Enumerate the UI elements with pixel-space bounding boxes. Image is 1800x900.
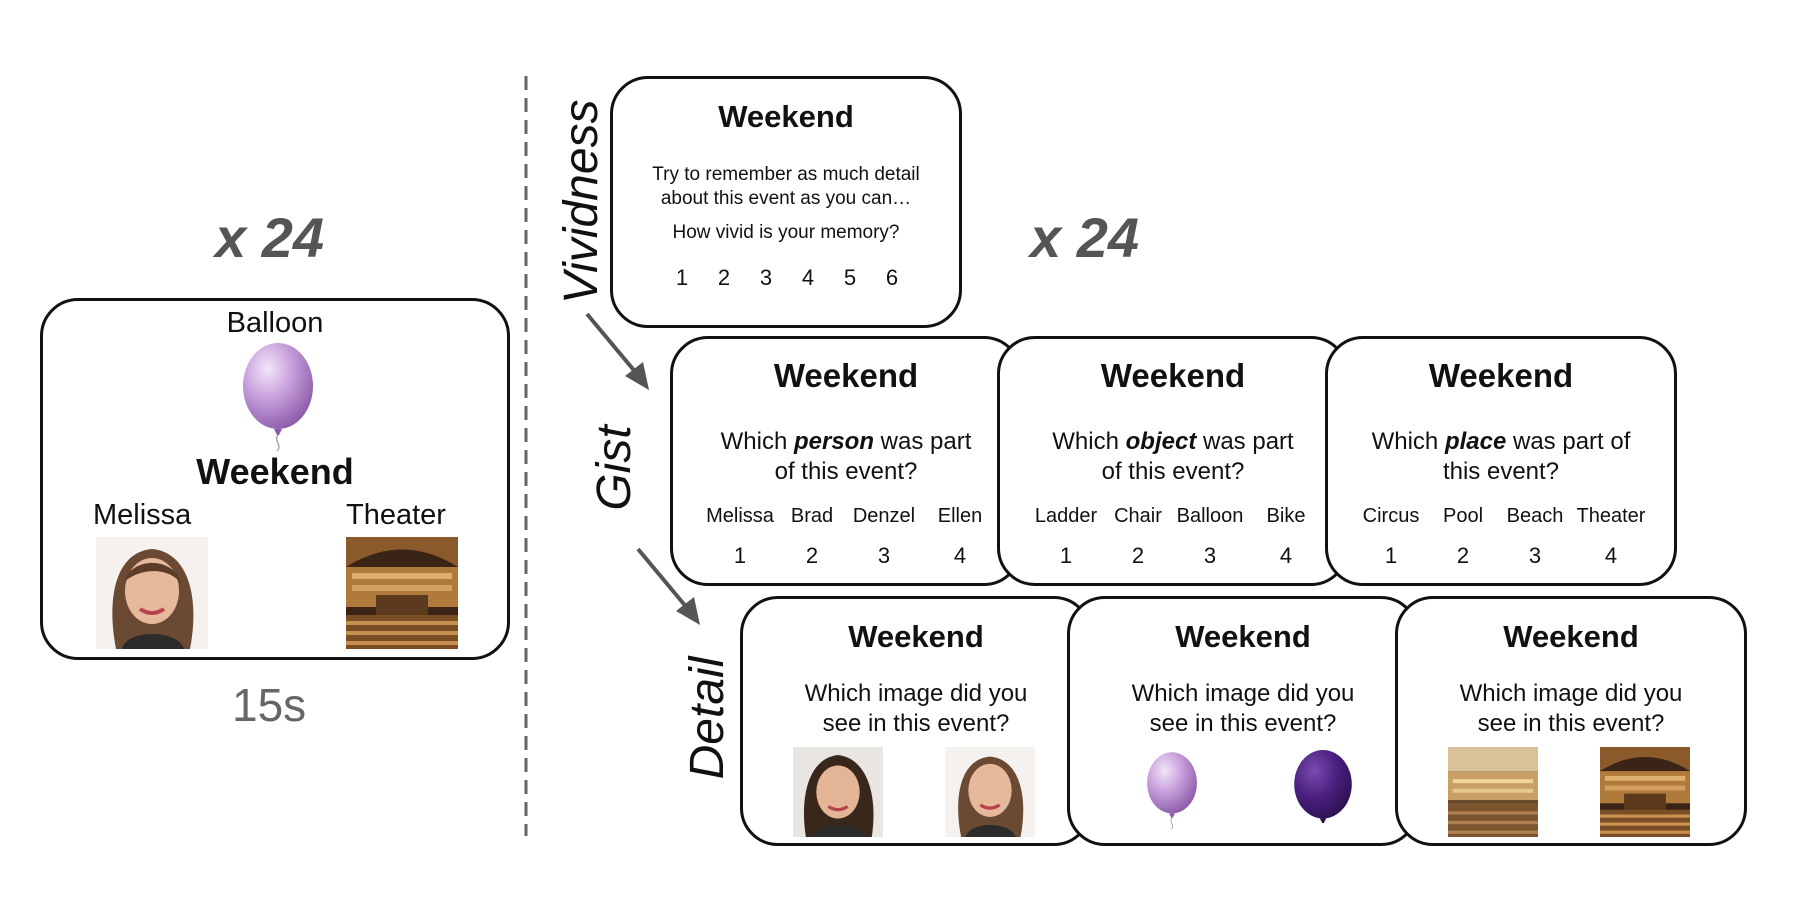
gist-option-number[interactable]: 3 — [1203, 543, 1217, 568]
duration-label: 15s — [232, 679, 307, 731]
gist-option-number[interactable]: 2 — [1456, 543, 1470, 568]
scale-option[interactable]: 3 — [759, 265, 773, 290]
gist-question-line-2: of this event? — [774, 458, 918, 485]
gist-option-number[interactable]: 2 — [805, 543, 819, 568]
vividness-label: Vividness — [555, 99, 608, 304]
detail-question-line-1: Which image did you — [804, 680, 1028, 707]
gist-option[interactable]: Balloon — [1176, 505, 1244, 527]
object-label: Balloon — [226, 307, 324, 339]
card-title: Weekend — [1503, 619, 1639, 654]
scale-option[interactable]: 6 — [885, 265, 899, 290]
arrow-gist-to-detail — [636, 547, 700, 625]
detail-question-line-2: see in this event? — [1477, 710, 1665, 737]
card-title: Weekend — [773, 357, 919, 394]
person-photo-option-1[interactable] — [793, 747, 883, 837]
gist-option[interactable]: Ellen — [937, 505, 983, 527]
gist-label: Gist — [588, 425, 641, 511]
scale-option[interactable]: 2 — [717, 265, 731, 290]
vividness-card: Weekend Try to remember as much detail a… — [610, 76, 962, 328]
detail-question-line-1: Which image did you — [1131, 680, 1355, 707]
detail-card-place: Weekend Which image did you see in this … — [1395, 596, 1747, 846]
instruction-line-1: Try to remember as much detail — [652, 164, 920, 185]
gist-option-number[interactable]: 1 — [1384, 543, 1398, 568]
gist-option[interactable]: Denzel — [852, 505, 916, 527]
gist-option[interactable]: Circus — [1362, 505, 1420, 527]
study-card: Balloon Weekend Melissa Theater — [40, 298, 510, 660]
gist-option-number[interactable]: 4 — [1279, 543, 1293, 568]
gist-question: Which place was part of — [1371, 428, 1631, 455]
detail-label: Detail — [681, 656, 734, 780]
gist-question-line-2: of this event? — [1101, 458, 1245, 485]
event-label: Weekend — [196, 451, 354, 492]
balloon-icon — [243, 343, 313, 452]
gist-option[interactable]: Theater — [1576, 505, 1646, 527]
detail-question-line-2: see in this event? — [1149, 710, 1337, 737]
vividness-question: How vivid is your memory? — [672, 222, 900, 243]
gist-option[interactable]: Melissa — [706, 505, 774, 527]
card-title: Weekend — [1428, 357, 1574, 394]
theater-photo-option-2[interactable] — [1600, 747, 1690, 837]
gist-option[interactable]: Beach — [1506, 505, 1564, 527]
card-title: Weekend — [1175, 619, 1311, 654]
detail-question-line-2: see in this event? — [822, 710, 1010, 737]
gist-option-number[interactable]: 1 — [1059, 543, 1073, 568]
gist-option[interactable]: Pool — [1442, 505, 1484, 527]
study-repeat-label: x 24 — [215, 206, 324, 269]
gist-option-number[interactable]: 4 — [953, 543, 967, 568]
gist-question-line-2: this event? — [1442, 458, 1560, 485]
gist-question: Which object was part — [1052, 428, 1294, 455]
card-title: Weekend — [718, 99, 854, 134]
gist-card-person: Weekend Which person was part of this ev… — [670, 336, 1022, 586]
gist-card-place: Weekend Which place was part of this eve… — [1325, 336, 1677, 586]
person-photo — [96, 537, 208, 649]
scale-option[interactable]: 1 — [675, 265, 689, 290]
phase-divider — [524, 76, 528, 836]
theater-photo-option-1[interactable] — [1448, 747, 1538, 837]
gist-option-number[interactable]: 4 — [1604, 543, 1618, 568]
gist-question: Which person was part — [720, 428, 972, 455]
gist-option-number[interactable]: 3 — [877, 543, 891, 568]
scale-option[interactable]: 5 — [843, 265, 857, 290]
test-repeat-label: x 24 — [1030, 206, 1139, 269]
scale-option[interactable]: 4 — [801, 265, 815, 290]
gist-card-object: Weekend Which object was part of this ev… — [997, 336, 1349, 586]
gist-option-number[interactable]: 1 — [733, 543, 747, 568]
gist-option-number[interactable]: 3 — [1528, 543, 1542, 568]
gist-option[interactable]: Brad — [790, 505, 834, 527]
theater-photo — [346, 537, 458, 649]
person-label: Melissa — [93, 499, 192, 531]
balloon-option-light-icon[interactable] — [1140, 745, 1204, 835]
detail-card-person: Weekend Which image did you see in this … — [740, 596, 1092, 846]
gist-option[interactable]: Ladder — [1034, 505, 1098, 527]
arrow-vividness-to-gist — [585, 312, 649, 390]
gist-option[interactable]: Bike — [1266, 505, 1306, 527]
instruction-line-2: about this event as you can… — [660, 188, 912, 209]
balloon-option-dark-icon[interactable] — [1288, 745, 1358, 839]
person-photo-option-2[interactable] — [945, 747, 1035, 837]
detail-question-line-1: Which image did you — [1459, 680, 1683, 707]
place-label: Theater — [346, 499, 446, 531]
card-title: Weekend — [1100, 357, 1246, 394]
gist-option[interactable]: Chair — [1114, 505, 1162, 527]
detail-card-object: Weekend Which image did you see in this … — [1067, 596, 1419, 846]
gist-option-number[interactable]: 2 — [1131, 543, 1145, 568]
card-title: Weekend — [848, 619, 984, 654]
